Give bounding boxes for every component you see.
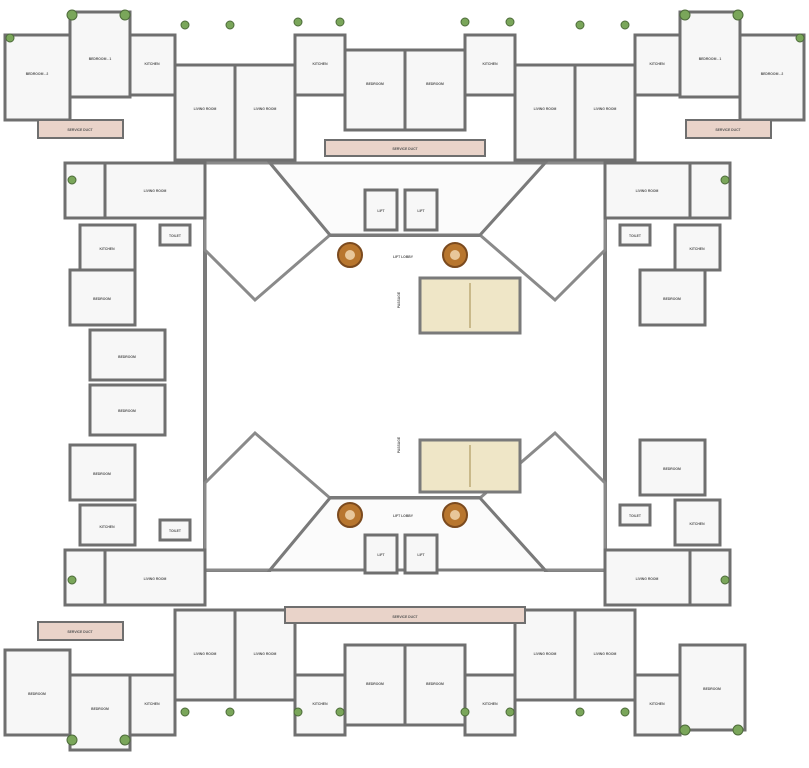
svg-text:LIVING ROOM: LIVING ROOM	[636, 189, 659, 193]
lift-label-top-1: LIFT	[377, 209, 385, 213]
svg-text:BEDROOM - 2: BEDROOM - 2	[761, 72, 784, 76]
svg-text:KITCHEN: KITCHEN	[144, 702, 160, 706]
svg-text:BEDROOM: BEDROOM	[426, 682, 444, 686]
svg-text:KITCHEN: KITCHEN	[482, 702, 498, 706]
svg-text:KITCHEN: KITCHEN	[482, 62, 498, 66]
lift-label-top-2: LIFT	[417, 209, 425, 213]
svg-text:BEDROOM: BEDROOM	[28, 692, 46, 696]
svg-text:LIVING ROOM: LIVING ROOM	[254, 652, 277, 656]
passage-label-bottom: PASSAGE	[397, 436, 401, 453]
passage-label-top: PASSAGE	[397, 291, 401, 308]
svg-text:LIVING ROOM: LIVING ROOM	[144, 577, 167, 581]
left-apartments: LIVING ROOM KITCHEN BEDROOM BEDROOM BEDR…	[63, 161, 207, 607]
svg-text:KITCHEN: KITCHEN	[689, 247, 705, 251]
lift-label-bottom-2: LIFT	[417, 553, 425, 557]
svg-text:KITCHEN: KITCHEN	[99, 247, 115, 251]
svg-text:KITCHEN: KITCHEN	[312, 702, 328, 706]
svg-text:LIVING ROOM: LIVING ROOM	[534, 652, 557, 656]
svg-text:LIVING ROOM: LIVING ROOM	[194, 107, 217, 111]
svg-text:LIVING ROOM: LIVING ROOM	[594, 107, 617, 111]
svg-text:BEDROOM - 1: BEDROOM - 1	[89, 57, 112, 61]
svg-text:SERVICE DUCT: SERVICE DUCT	[715, 128, 741, 132]
top-apartments: BEDROOM - 2 BEDROOM - 1 KITCHEN LIVING R…	[3, 10, 806, 162]
svg-text:BEDROOM: BEDROOM	[93, 472, 111, 476]
bottom-apartments: BEDROOM BEDROOM KITCHEN LIVING ROOM LIVI…	[3, 606, 747, 752]
svg-text:LIVING ROOM: LIVING ROOM	[194, 652, 217, 656]
svg-text:LIVING ROOM: LIVING ROOM	[636, 577, 659, 581]
svg-text:LIVING ROOM: LIVING ROOM	[594, 652, 617, 656]
svg-text:BEDROOM: BEDROOM	[118, 409, 136, 413]
svg-text:KITCHEN: KITCHEN	[649, 62, 665, 66]
svg-text:BEDROOM: BEDROOM	[118, 355, 136, 359]
plants	[5, 9, 805, 746]
svg-text:SERVICE DUCT: SERVICE DUCT	[392, 147, 418, 151]
svg-text:LIVING ROOM: LIVING ROOM	[254, 107, 277, 111]
svg-text:KITCHEN: KITCHEN	[649, 702, 665, 706]
svg-text:BEDROOM: BEDROOM	[93, 297, 111, 301]
svg-text:TOILET: TOILET	[629, 234, 642, 238]
lift-lobby-label-bottom: LIFT LOBBY	[393, 514, 414, 518]
svg-text:SERVICE DUCT: SERVICE DUCT	[392, 615, 418, 619]
svg-text:BEDROOM: BEDROOM	[426, 82, 444, 86]
svg-text:KITCHEN: KITCHEN	[312, 62, 328, 66]
svg-text:KITCHEN: KITCHEN	[144, 62, 160, 66]
svg-text:BEDROOM: BEDROOM	[366, 82, 384, 86]
svg-text:BEDROOM - 1: BEDROOM - 1	[699, 57, 722, 61]
svg-text:KITCHEN: KITCHEN	[99, 525, 115, 529]
lift-label-bottom-1: LIFT	[377, 553, 385, 557]
svg-text:KITCHEN: KITCHEN	[689, 522, 705, 526]
svg-text:SERVICE DUCT: SERVICE DUCT	[67, 630, 93, 634]
svg-text:BEDROOM - 2: BEDROOM - 2	[26, 72, 49, 76]
svg-text:TOILET: TOILET	[169, 234, 182, 238]
right-apartments: LIVING ROOM BEDROOM KITCHEN BEDROOM KITC…	[603, 161, 732, 607]
svg-text:SERVICE DUCT: SERVICE DUCT	[67, 128, 93, 132]
svg-text:BEDROOM: BEDROOM	[663, 297, 681, 301]
svg-text:BEDROOM: BEDROOM	[91, 707, 109, 711]
lift-lobby-label-top: LIFT LOBBY	[393, 255, 414, 259]
svg-text:BEDROOM: BEDROOM	[366, 682, 384, 686]
passage-labels: PASSAGE PASSAGE	[397, 291, 401, 453]
svg-text:LIVING ROOM: LIVING ROOM	[534, 107, 557, 111]
svg-text:LIVING ROOM: LIVING ROOM	[144, 189, 167, 193]
top-lift-core: LIFT LIFT LIFT LOBBY	[266, 161, 549, 335]
svg-text:BEDROOM: BEDROOM	[663, 467, 681, 471]
svg-text:TOILET: TOILET	[629, 514, 642, 518]
bottom-lift-core: LIFT LIFT LIFT LOBBY	[266, 438, 549, 575]
svg-text:BEDROOM: BEDROOM	[703, 687, 721, 691]
svg-text:TOILET: TOILET	[169, 529, 182, 533]
